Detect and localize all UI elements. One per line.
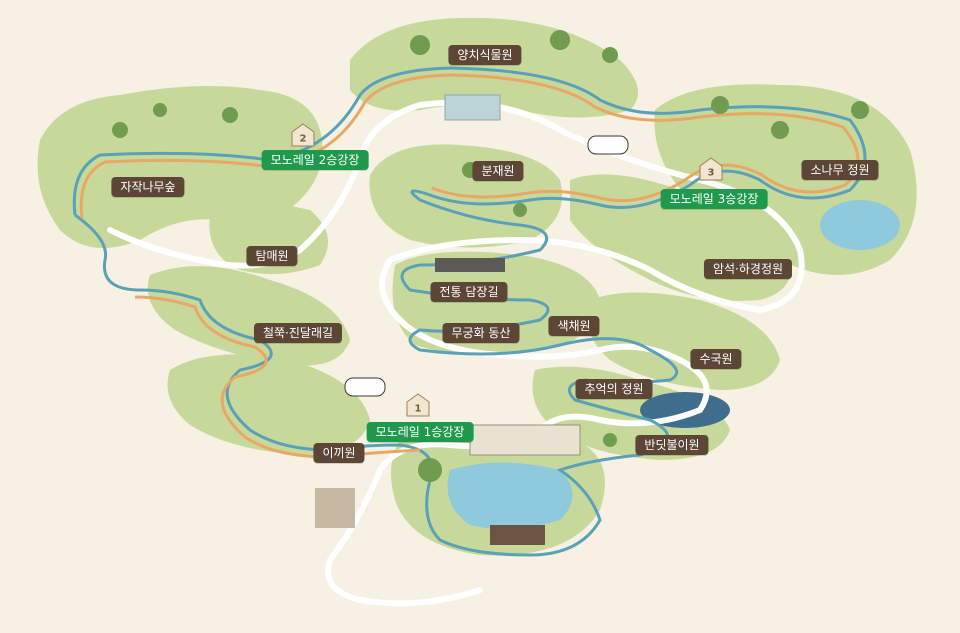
label-moss-garden[interactable]: 이끼원: [313, 443, 365, 463]
label-color-garden[interactable]: 색채원: [548, 316, 600, 336]
label-stone-tower-garden[interactable]: 탐매원: [246, 246, 298, 266]
parking-structure: [315, 488, 355, 528]
label-firefly-garden[interactable]: 반딧불이원: [635, 435, 709, 455]
station-number-3: 3: [707, 167, 715, 179]
land-azalea: [147, 266, 350, 366]
label-birch-forest[interactable]: 자작나무숲: [111, 177, 185, 197]
central-pond: [447, 462, 573, 529]
land-tammaewon: [209, 203, 328, 274]
station-1-building: [469, 424, 581, 456]
label-station-3[interactable]: 모노레일 3승강장: [660, 189, 768, 209]
monorail-car-2: [587, 135, 629, 155]
label-azalea-path[interactable]: 철쭉·진달래길: [253, 323, 343, 343]
traditional-wall-roof: [435, 258, 505, 272]
monorail-car-1: [344, 377, 386, 397]
station-marker-1: [406, 393, 430, 417]
label-mugunghwa-hill[interactable]: 무궁화 동산: [442, 323, 520, 343]
label-rock-garden[interactable]: 암석·하경정원: [703, 259, 793, 279]
label-tropical-garden[interactable]: 양치식물원: [448, 45, 522, 65]
land-moss: [167, 354, 370, 455]
station-number-2: 2: [299, 133, 307, 145]
label-bonsai-garden[interactable]: 분재원: [472, 161, 524, 181]
station-marker-2: [291, 123, 315, 147]
label-station-1[interactable]: 모노레일 1승강장: [366, 422, 474, 442]
label-station-2[interactable]: 모노레일 2승강장: [261, 150, 369, 170]
label-memory-garden[interactable]: 추억의 정원: [575, 379, 653, 399]
label-pine-garden[interactable]: 소나무 정원: [801, 160, 879, 180]
station-marker-3: [699, 157, 723, 181]
pine-pond: [820, 200, 900, 250]
pavilion: [490, 525, 545, 545]
walking-path-south: [325, 427, 543, 607]
label-hydrangea-garden[interactable]: 수국원: [690, 349, 742, 369]
greenhouse: [444, 94, 501, 121]
label-traditional-wall[interactable]: 전통 담장길: [430, 282, 508, 302]
station-number-1: 1: [414, 403, 422, 415]
tree-cluster: [112, 30, 869, 482]
